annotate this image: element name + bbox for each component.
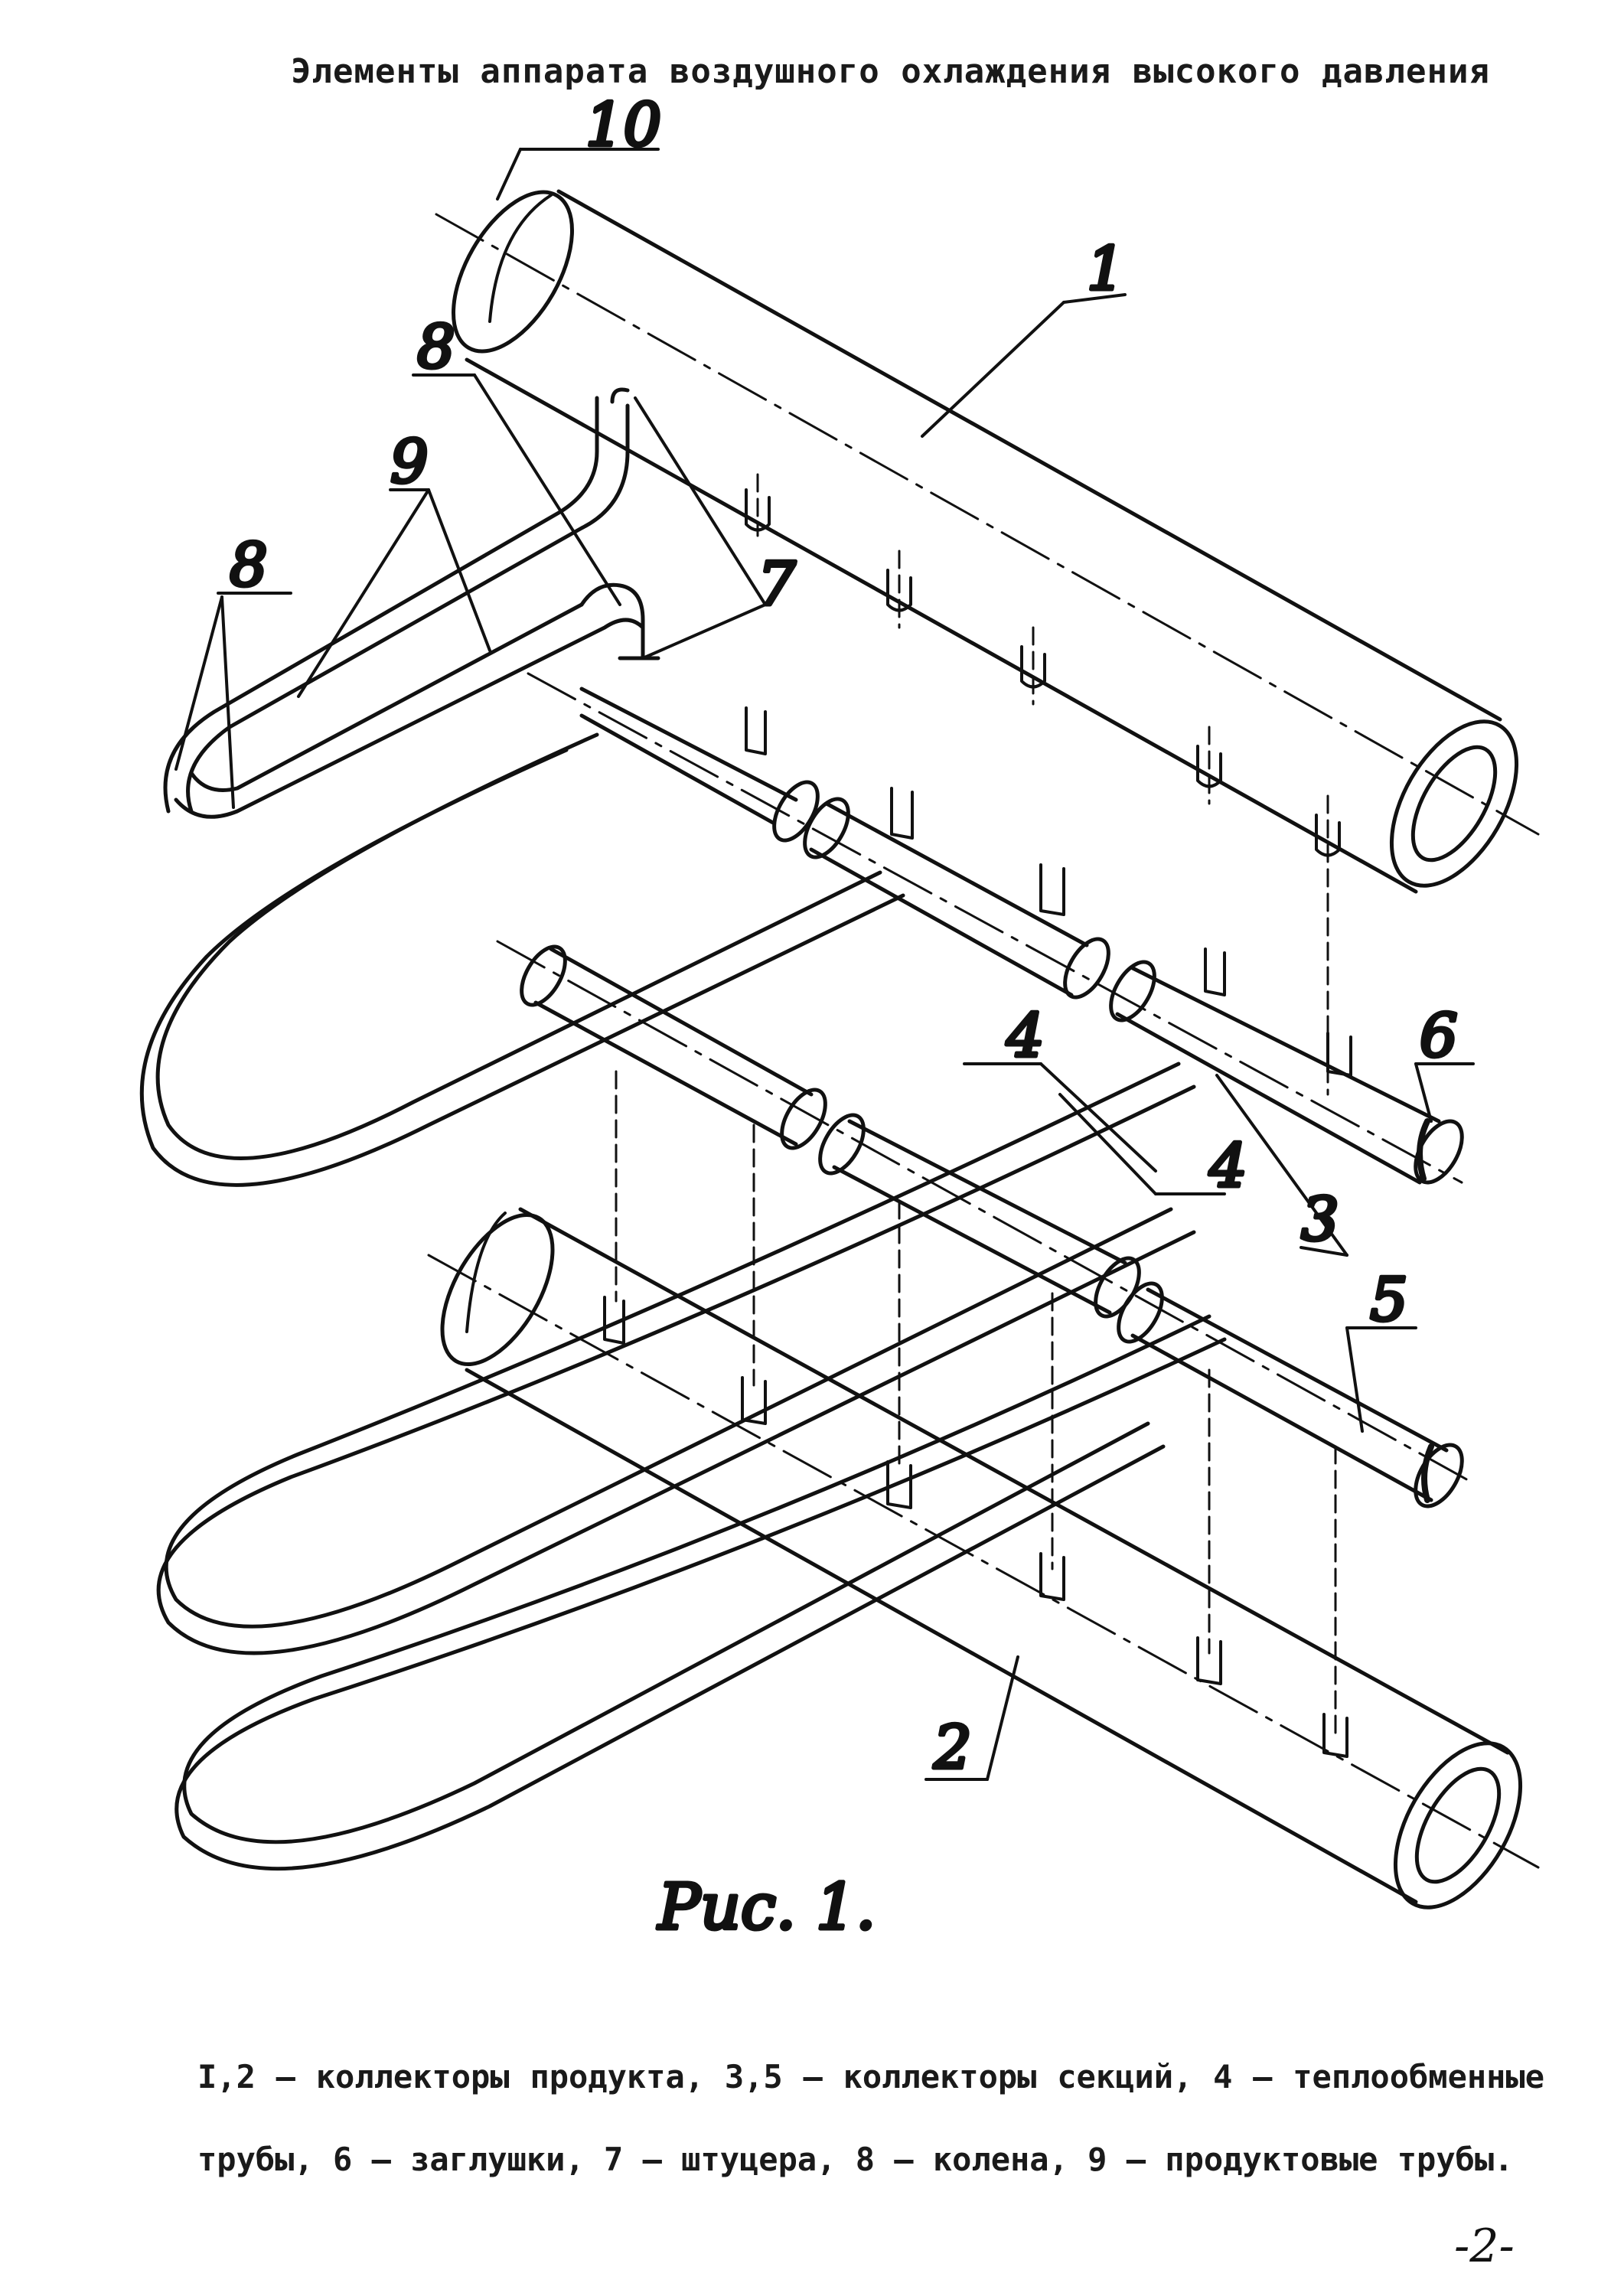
leader-lines (174, 148, 1475, 1781)
upper-product-collector (435, 189, 1540, 894)
lower-product-collector (427, 1207, 1540, 1910)
upper-section-nozzles (745, 706, 1352, 1077)
heat-exchange-tubes (139, 732, 1227, 1871)
label-7: 7 (758, 550, 796, 619)
label-4-upper: 4 (1006, 1002, 1045, 1071)
label-3: 3 (1301, 1186, 1339, 1254)
label-1: 1 (1087, 235, 1125, 304)
label-10: 10 (585, 91, 661, 160)
page-title: Элементы аппарата воздушного охлаждения … (291, 52, 1490, 91)
label-6: 6 (1420, 1002, 1458, 1071)
upper-section-collector (163, 387, 1464, 1185)
label-4-lower: 4 (1208, 1132, 1247, 1201)
label-5: 5 (1370, 1266, 1408, 1335)
lower-collector-nozzles (603, 1296, 1348, 1758)
label-9: 9 (390, 428, 429, 497)
page-number: -2- (1454, 2219, 1515, 2273)
alignment-lines (615, 473, 1337, 1739)
lower-section-collector (496, 940, 1471, 1508)
label-8-top: 8 (417, 313, 455, 382)
figure-caption: Рис. 1. (657, 1871, 876, 1944)
figure-legend: I,2 – коллекторы продукта, 3,5 – коллект… (197, 2058, 1544, 2178)
label-8-left: 8 (230, 531, 268, 600)
label-2: 2 (933, 1714, 972, 1782)
